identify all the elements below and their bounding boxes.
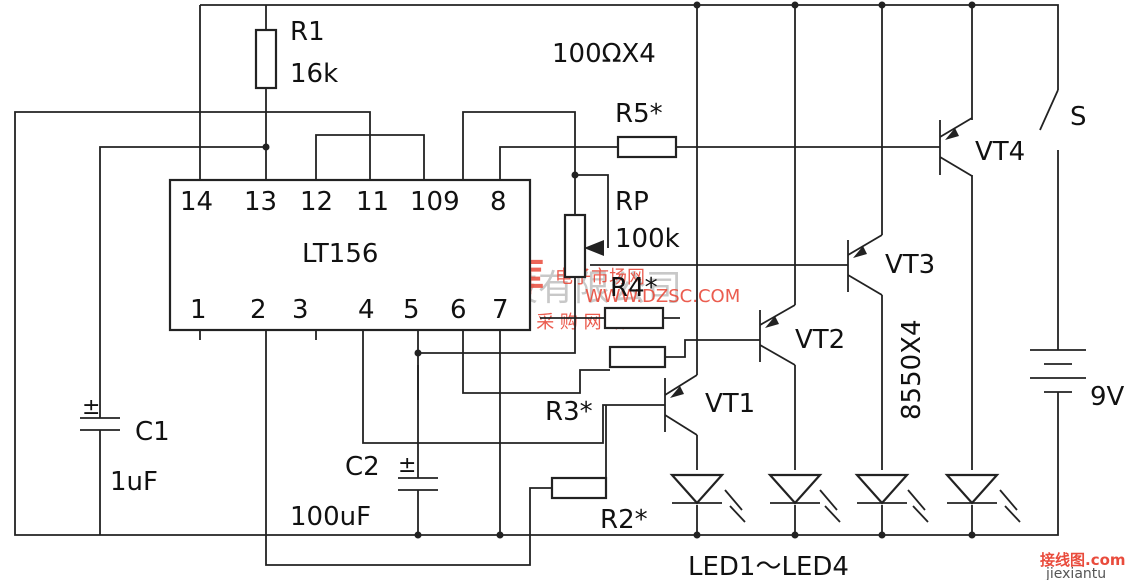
r5-label: R5*: [615, 99, 663, 129]
r2-label: R2*: [600, 505, 648, 535]
c2-value: 100uF: [290, 502, 371, 532]
transistor-vt3: [847, 234, 883, 296]
resistor-r4: [603, 306, 665, 330]
potentiometer-rp: [563, 213, 604, 279]
c1-label: C1: [135, 417, 170, 447]
pin-6: 6: [450, 295, 467, 325]
pin-7: 7: [492, 295, 509, 325]
capacitor-c2: ±: [398, 453, 438, 495]
pin-1: 1: [190, 295, 207, 325]
corner-watermark-url: jiexiantu: [1045, 566, 1106, 580]
corner-watermark-com: .com: [1085, 551, 1126, 569]
svg-text:±: ±: [398, 453, 416, 478]
switch-label: S: [1070, 102, 1087, 132]
pin-12: 12: [300, 187, 333, 217]
resistor-r5: [616, 135, 678, 159]
vt2-label: VT2: [795, 325, 845, 355]
ic-chip: [168, 178, 532, 332]
url-watermark: WWW.DZSC.COM: [585, 286, 740, 307]
vt4-label: VT4: [975, 137, 1025, 167]
pin-2: 2: [250, 295, 267, 325]
pin-14: 14: [180, 187, 213, 217]
pin-13: 13: [244, 187, 277, 217]
battery: [1030, 349, 1086, 400]
pin-11: 11: [356, 187, 389, 217]
transistor-vt4: [939, 117, 973, 177]
pin-8: 8: [490, 187, 507, 217]
transistor-vt1: [664, 374, 698, 436]
battery-label: 9V: [1090, 382, 1125, 412]
led-2: [767, 473, 841, 523]
r1-label: R1: [290, 17, 325, 47]
rp-value: 100k: [615, 224, 680, 254]
c2-label: C2: [345, 452, 380, 482]
corner-watermark-site: 接线图: [1040, 551, 1085, 569]
pin-4: 4: [358, 295, 375, 325]
r1-value: 16k: [290, 59, 338, 89]
resistor-note: 100ΩX4: [552, 39, 656, 69]
pin-10-9: 109: [410, 187, 460, 217]
pin-3: 3: [292, 295, 309, 325]
led-4: [944, 473, 1021, 523]
r4-label: R4*: [610, 273, 658, 303]
c1-value: 1uF: [110, 467, 158, 497]
vt1-label: VT1: [705, 389, 755, 419]
pin-5: 5: [403, 295, 420, 325]
capacitor-c1: ±: [80, 395, 120, 440]
resistor-r3: [608, 345, 667, 369]
resistor-r1: [254, 28, 278, 90]
resistor-r2: [550, 476, 608, 500]
vt3-label: VT3: [885, 250, 935, 280]
leds-label: LED1～LED4: [688, 552, 849, 580]
transistor-vt2: [759, 304, 796, 366]
transistor-type-label: 8550X4: [897, 319, 927, 420]
led-1: [669, 473, 746, 523]
wiring: [14, 1, 1059, 566]
chip-name: LT156: [302, 239, 378, 269]
svg-text:±: ±: [82, 395, 100, 420]
led-3: [854, 473, 929, 523]
r3-label: R3*: [545, 397, 593, 427]
rp-label: RP: [615, 187, 649, 217]
